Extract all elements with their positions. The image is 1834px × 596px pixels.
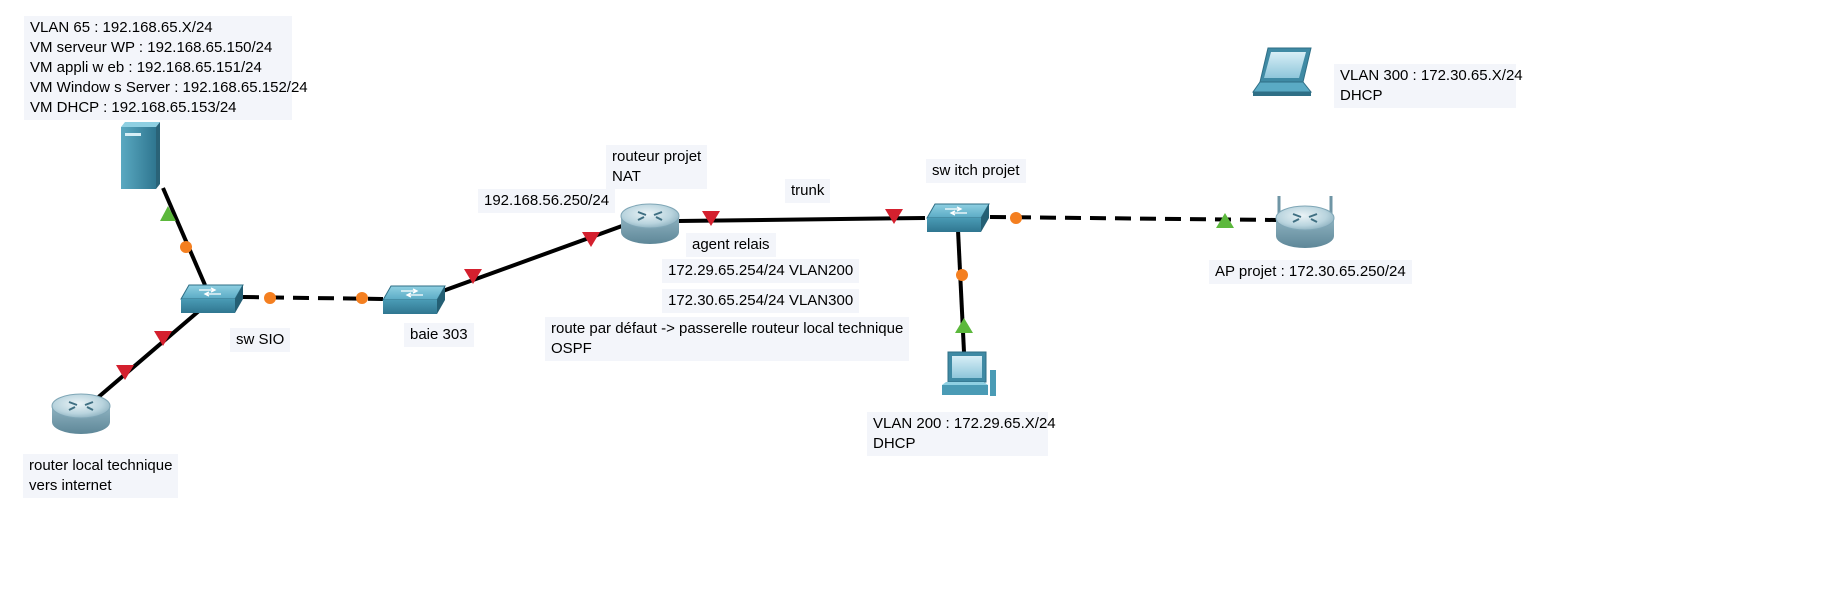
port-up-triangle — [955, 318, 973, 333]
port-down-triangle — [116, 365, 134, 380]
port-up-triangle — [1216, 213, 1234, 228]
label-ip-56: 192.168.56.250/24 — [478, 189, 616, 213]
label-line: VM appli w eb : 192.168.65.151/24 — [30, 59, 262, 76]
label-sw-sio: sw SIO — [230, 328, 291, 352]
label-line: OSPF — [551, 340, 592, 357]
port-pending-dot — [264, 292, 276, 304]
label-router-local: router local technique vers internet — [23, 454, 179, 498]
label-vlan200-gateway: 172.29.65.254/24 VLAN200 — [662, 259, 860, 283]
label-vlan300-gateway: 172.30.65.254/24 VLAN300 — [662, 289, 860, 313]
label-line: router local technique — [29, 457, 173, 474]
link-switch-projet-pc[interactable] — [956, 229, 966, 353]
label-line: NAT — [612, 168, 641, 185]
label-line: VM DHCP : 192.168.65.153/24 — [30, 99, 237, 116]
label-line: VLAN 65 : 192.168.65.X/24 — [30, 19, 213, 36]
port-pending-dot — [1010, 212, 1022, 224]
label-route-defaut: route par défaut -> passerelle routeur l… — [545, 317, 910, 361]
port-down-triangle — [885, 209, 903, 224]
label-line: route par défaut -> passerelle routeur l… — [551, 320, 904, 337]
port-pending-dot — [180, 241, 192, 253]
laptop-icon[interactable] — [1252, 47, 1313, 96]
access-point-icon[interactable] — [1275, 196, 1335, 248]
port-down-triangle — [464, 269, 482, 284]
label-line: vers internet — [29, 477, 112, 494]
link-server-sw-sio[interactable] — [161, 187, 207, 286]
label-line: DHCP — [873, 435, 916, 452]
label-baie-303: baie 303 — [404, 323, 474, 347]
port-markers — [116, 206, 1234, 380]
label-line: VLAN 300 : 172.30.65.X/24 — [1340, 67, 1523, 84]
port-pending-dot — [356, 292, 368, 304]
label-line: VM Window s Server : 192.168.65.152/24 — [30, 79, 308, 96]
label-router-projet: routeur projet NAT — [606, 145, 708, 189]
port-down-triangle — [702, 211, 720, 226]
router-icon[interactable] — [51, 393, 111, 434]
label-switch-projet: sw itch projet — [926, 159, 1026, 183]
label-line: routeur projet — [612, 148, 702, 165]
label-vlan300: VLAN 300 : 172.30.65.X/24 DHCP — [1334, 64, 1523, 108]
server-icon[interactable] — [121, 122, 160, 189]
label-line: DHCP — [1340, 87, 1383, 104]
router-icon[interactable] — [620, 203, 680, 244]
label-trunk: trunk — [785, 179, 831, 203]
link-sw-sio-router-local[interactable] — [93, 308, 202, 402]
label-line: VLAN 200 : 172.29.65.X/24 — [873, 415, 1056, 432]
switch-icon[interactable] — [180, 284, 244, 313]
link-switch-projet-ap[interactable] — [989, 215, 1277, 222]
label-agent-relais: agent relais — [686, 233, 776, 257]
label-line: VM serveur WP : 192.168.65.150/24 — [30, 39, 273, 56]
switch-icon[interactable] — [382, 285, 446, 314]
port-down-triangle — [582, 232, 600, 247]
port-pending-dot — [956, 269, 968, 281]
pc-icon[interactable] — [942, 351, 996, 396]
label-ap-projet: AP projet : 172.30.65.250/24 — [1209, 260, 1412, 284]
link-trunk-router-switch[interactable] — [677, 216, 926, 223]
label-vlan200: VLAN 200 : 172.29.65.X/24 DHCP — [867, 412, 1056, 456]
label-vlan65: VLAN 65 : 192.168.65.X/24 VM serveur WP … — [24, 16, 308, 120]
port-up-triangle — [160, 206, 176, 221]
switch-icon[interactable] — [926, 203, 990, 232]
port-down-triangle — [154, 331, 172, 346]
